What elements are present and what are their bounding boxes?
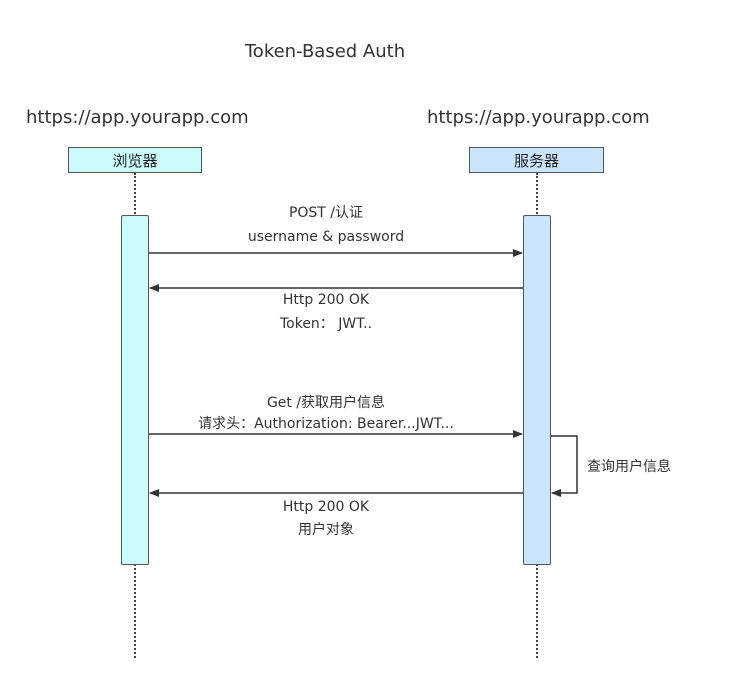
login-response-label-2: Token： JWT..: [279, 316, 373, 332]
login-response-label-1: Http 200 OK: [282, 292, 370, 308]
server-activation-bar: [523, 215, 551, 565]
right-host-label: https://app.yourapp.com: [427, 107, 650, 128]
get-response-label-2: 用户对象: [298, 522, 354, 538]
browser-actor: 浏览器: [68, 147, 202, 173]
login-request-label-1: POST /认证: [288, 205, 364, 221]
get-request-label-2: 请求头：Authorization: Bearer...JWT...: [198, 416, 454, 432]
server-actor: 服务器: [469, 147, 604, 173]
left-host-label: https://app.yourapp.com: [26, 107, 249, 128]
self-call-label: 查询用户信息: [587, 459, 671, 475]
diagram-title: Token-Based Auth: [244, 41, 406, 62]
login-request-label-2: username & password: [247, 229, 405, 245]
self-call-arrow: [551, 435, 578, 497]
browser-activation-bar: [121, 215, 149, 565]
get-response-label-1: Http 200 OK: [282, 499, 370, 515]
get-request-label-1: Get /获取用户信息: [266, 395, 386, 411]
